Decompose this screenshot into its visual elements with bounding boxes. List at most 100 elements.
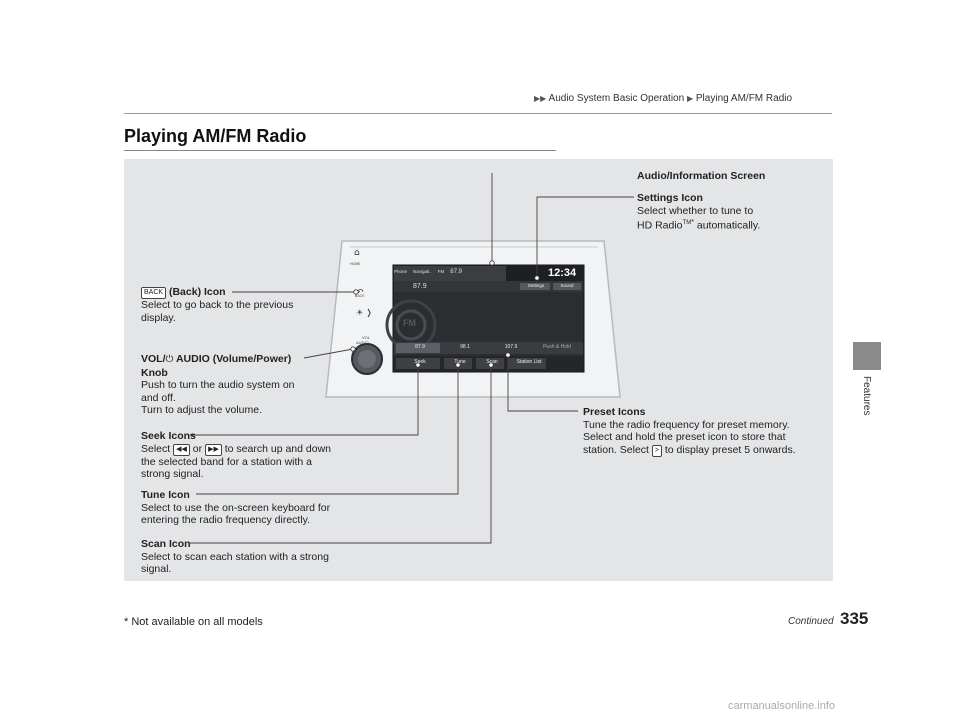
settings-btn-shape (520, 283, 550, 290)
callout-audio-screen: Audio/Information Screen (637, 170, 765, 183)
callout-title: Preset Icons (583, 406, 646, 418)
station-list-btn-shape (508, 358, 546, 369)
breadcrumb-item[interactable]: Playing AM/FM Radio (695, 93, 793, 104)
callout-text: display. (141, 311, 176, 324)
screen-frequency: 87.9 (413, 283, 427, 290)
callout-text: and off. (141, 391, 176, 404)
sound-btn-shape (553, 283, 581, 290)
phone-icon[interactable]: Phone (394, 269, 408, 274)
header-divider (124, 113, 832, 114)
page-title: Playing AM/FM Radio (124, 126, 307, 146)
breadcrumb-item[interactable]: Audio System Basic Operation (548, 93, 685, 104)
head-unit-illustration: ⌂ ↶ ☀ ❭ (190, 173, 634, 544)
callout-text: to display preset 5 onwards. (661, 443, 796, 456)
callout-text: Tune the radio frequency for preset memo… (583, 418, 790, 431)
leader-scan (190, 365, 492, 544)
tune-button[interactable]: Tune (454, 359, 466, 365)
callout-title: Settings Icon (637, 192, 703, 204)
section-label-wrap: Features (853, 376, 881, 415)
leader-vol (303, 348, 354, 359)
preset-button[interactable]: 107.9 (504, 344, 518, 350)
footnote: * Not available on all models (124, 616, 263, 628)
callout-text: automatically. (693, 219, 761, 232)
freq-bar (394, 281, 583, 292)
callout-text: Select and hold the preset icon to store… (583, 431, 786, 443)
callout-text: Select to scan each station with a stron… (141, 550, 329, 563)
preset-87-shape (396, 343, 440, 353)
vol-label: VOL (362, 335, 371, 340)
preset-button[interactable]: 98.1 (460, 344, 470, 350)
station-list-button[interactable]: Station List (516, 359, 542, 365)
scan-button[interactable]: Scan (486, 359, 498, 365)
title-divider (124, 150, 556, 151)
callout-title: (Back) Icon (166, 286, 226, 298)
breadcrumb-arrow-icon: ▶▶ (534, 94, 547, 103)
settings-button[interactable]: Settings (527, 283, 545, 288)
radio-wave (395, 309, 427, 341)
next-arrow-icon: > (651, 444, 662, 457)
footnote-star: * (691, 219, 694, 226)
watermark: carmanualsonline.info (728, 700, 836, 712)
callout-text: signal. (141, 563, 172, 575)
home-icon: ⌂ (354, 248, 360, 258)
leader-preset (507, 355, 578, 412)
leader-seek (190, 365, 419, 436)
home-label: HOME (350, 262, 361, 266)
page-number: 335 (840, 609, 869, 628)
callout-text: the selected band for a station with a (141, 455, 313, 468)
trademark: TM (682, 220, 692, 226)
callout-text: entering the radio frequency directly. (141, 514, 311, 526)
preset-row (394, 342, 583, 354)
back-badge-icon: BACK (141, 287, 167, 299)
callout-text: strong signal. (141, 468, 204, 480)
callout-back: BACK (Back) Icon Select to go back to th… (141, 286, 293, 324)
callout-text: Push to turn the audio system on (141, 379, 295, 391)
push-hold-label: Push & Hold (543, 344, 571, 350)
callout-title: Audio/Information Screen (637, 170, 766, 182)
band-fm-label: FM (403, 318, 416, 328)
callout-text: HD Radio (637, 219, 683, 232)
callout-text: Turn to adjust the volume. (141, 404, 263, 416)
callout-text: station. Select (583, 443, 652, 456)
screen-top-icons: Phone Navigati.. FM 87.9 (394, 269, 506, 275)
callout-title: Tune Icon (141, 489, 190, 501)
back-icon: ↶ (356, 288, 364, 298)
callout-seek: Seek Icons Select ◀◀ or ▶▶ to search up … (141, 430, 331, 481)
brightness-icon: ☀ ❭ (356, 308, 372, 317)
fm-icon[interactable]: FM (437, 269, 445, 274)
callout-text: or (189, 442, 206, 455)
audio-label: AUDIO (356, 340, 369, 345)
seek-forward-icon: ▶▶ (205, 443, 222, 456)
seek-back-icon: ◀◀ (173, 443, 190, 456)
callout-scan: Scan Icon Select to scan each station wi… (141, 538, 329, 576)
callout-title: AUDIO (Volume/Power) (173, 353, 292, 365)
section-label: Features (861, 376, 872, 416)
preset-row-labels: 87.9 98.1 107.9 Push & Hold (398, 344, 584, 350)
callout-text: Select to use the on-screen keyboard for (141, 501, 331, 514)
callout-text: Select (141, 442, 174, 455)
power-icon: ⏻ (165, 354, 174, 365)
callout-title: Scan Icon (141, 538, 191, 550)
freq-top: 87.9 (450, 269, 462, 275)
section-tab (853, 342, 881, 370)
breadcrumb: ▶▶ Audio System Basic Operation ▶ Playin… (534, 93, 792, 104)
callout-preset: Preset Icons Tune the radio frequency fo… (583, 406, 796, 457)
callout-vol: VOL/⏻ AUDIO (Volume/Power) Knob Push to … (141, 353, 295, 417)
sound-button[interactable]: Sound (560, 283, 574, 288)
callout-text: Select whether to tune to (637, 204, 754, 217)
callout-title: VOL/ (141, 353, 166, 365)
seek-button[interactable]: Seek (414, 359, 426, 365)
callout-text: Select to go back to the previous (141, 299, 294, 311)
preset-button[interactable]: 87.9 (415, 344, 425, 350)
leader-tune (196, 365, 459, 495)
callout-settings: Settings Icon Select whether to tune to … (637, 192, 760, 232)
navigation-icon[interactable]: Navigati.. (413, 269, 432, 274)
back-label: BACK (355, 294, 365, 298)
screen-clock: 12:34 (548, 267, 577, 279)
callout-tune: Tune Icon Select to use the on-screen ke… (141, 489, 330, 527)
leader-settings (536, 196, 634, 278)
callout-title: Knob (141, 366, 168, 379)
clock-area (506, 266, 583, 281)
callout-text: to search up and down (221, 442, 332, 455)
volume-knob-center (358, 350, 376, 368)
